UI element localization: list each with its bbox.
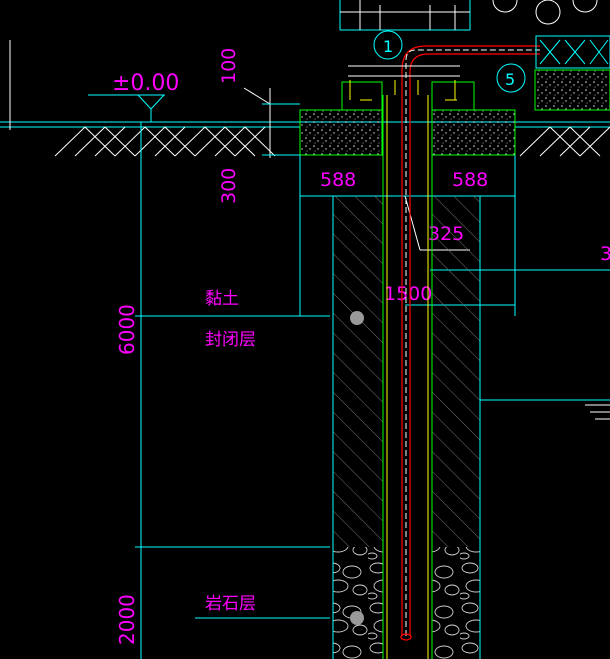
cap-thickness-label: 300 — [218, 168, 240, 204]
seal-layer-label: 封闭层 — [205, 330, 256, 350]
cap-dimension: 100 300 — [218, 48, 300, 204]
layer-labels: 黏土 封闭层 岩石层 — [205, 289, 364, 625]
left-offset-label: 588 — [320, 169, 356, 191]
bored-pile — [332, 196, 610, 659]
clay-layer-label: 黏土 — [205, 289, 239, 309]
svg-text:5: 5 — [505, 70, 515, 89]
rock-layer-label: 岩石层 — [205, 594, 256, 614]
edge-fragment-label: 3 — [600, 243, 610, 265]
callout-tag-1: 1 — [373, 30, 403, 60]
rock-depth-label: 2000 — [115, 594, 139, 645]
bore-diameter-label: 1500 — [384, 283, 432, 305]
elevation-label: ±0.00 — [112, 71, 179, 96]
right-offset-label: 588 — [452, 169, 488, 191]
pipe-assembly — [382, 45, 540, 659]
depth-dimension-line: 6000 2000 — [9, 40, 330, 659]
callout-tag-5: 5 — [496, 63, 526, 93]
clay-leader-marker — [350, 311, 364, 325]
clay-depth-label: 6000 — [115, 304, 139, 355]
top-equipment — [339, 0, 610, 77]
rock-leader-marker — [350, 611, 364, 625]
top-depth-label: 100 — [218, 48, 240, 84]
pile-cap — [299, 69, 610, 156]
svg-text:1: 1 — [383, 37, 393, 56]
elevation-marker: ±0.00 — [88, 71, 179, 122]
